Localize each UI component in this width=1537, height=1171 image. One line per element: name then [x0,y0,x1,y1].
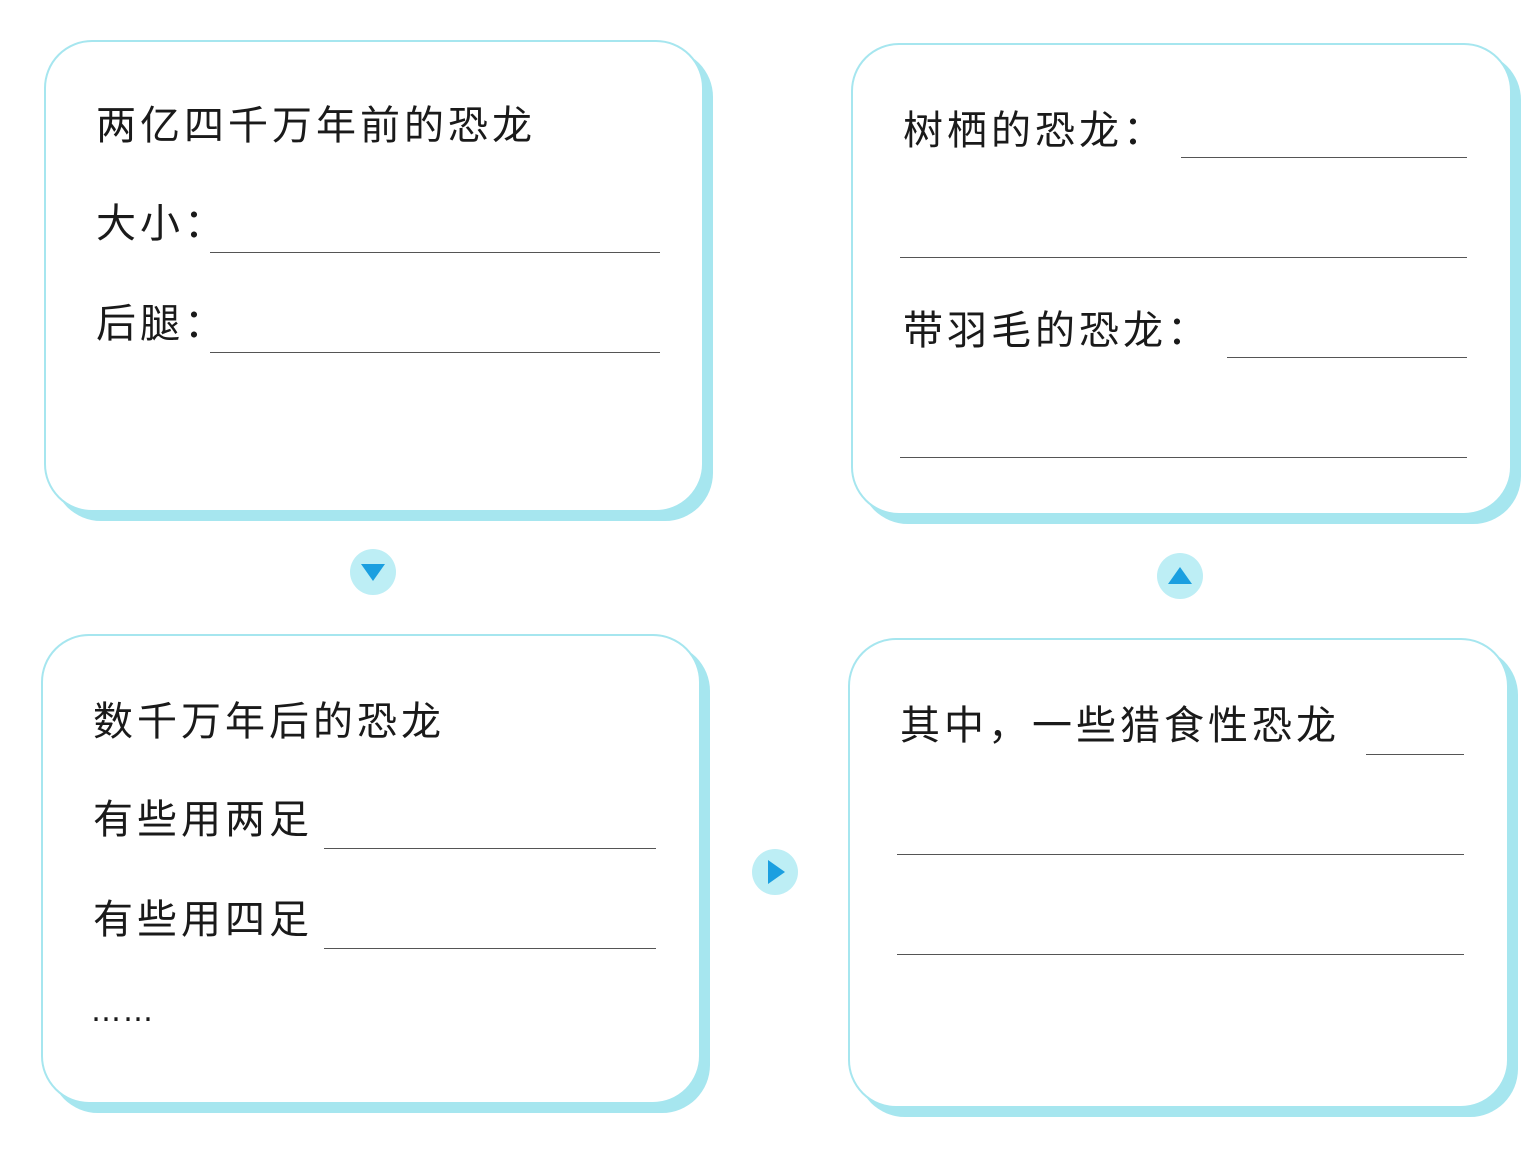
arrow-down-icon [350,549,396,595]
ellipsis: …… [91,994,155,1029]
arboreal-answer-line-1[interactable] [1181,157,1467,158]
hindleg-label: 后腿： [96,301,228,347]
predator-answer-line-2[interactable] [897,854,1464,855]
four-legs-label: 有些用四足 [93,897,313,943]
feathered-answer-line-2[interactable] [900,457,1467,458]
size-label: 大小： [96,201,228,247]
predator-answer-line-1[interactable] [1366,754,1464,755]
arboreal-label: 树栖的恐龙： [903,108,1167,154]
two-legs-label: 有些用两足 [93,797,313,843]
card-predators: 其中，一些猎食性恐龙 [848,638,1509,1108]
hindleg-answer-line[interactable] [210,352,660,353]
card-arboreal-feathered: 树栖的恐龙： 带羽毛的恐龙： [851,43,1512,515]
card-240-million-years-ago: 两亿四千万年前的恐龙 大小： 后腿： [44,40,704,512]
predator-answer-line-3[interactable] [897,954,1464,955]
feathered-label: 带羽毛的恐龙： [903,308,1211,354]
feathered-answer-line-1[interactable] [1227,357,1467,358]
card-title: 两亿四千万年前的恐龙 [96,103,536,149]
card-tens-of-millions-years-later: 数千万年后的恐龙 有些用两足 有些用四足 …… [41,634,701,1104]
arboreal-answer-line-2[interactable] [900,257,1467,258]
size-answer-line[interactable] [210,252,660,253]
predator-label: 其中，一些猎食性恐龙 [900,703,1340,749]
four-legs-answer-line[interactable] [324,948,656,949]
card-title: 数千万年后的恐龙 [93,699,445,745]
arrow-up-icon [1157,553,1203,599]
arrow-right-icon [752,849,798,895]
two-legs-answer-line[interactable] [324,848,656,849]
